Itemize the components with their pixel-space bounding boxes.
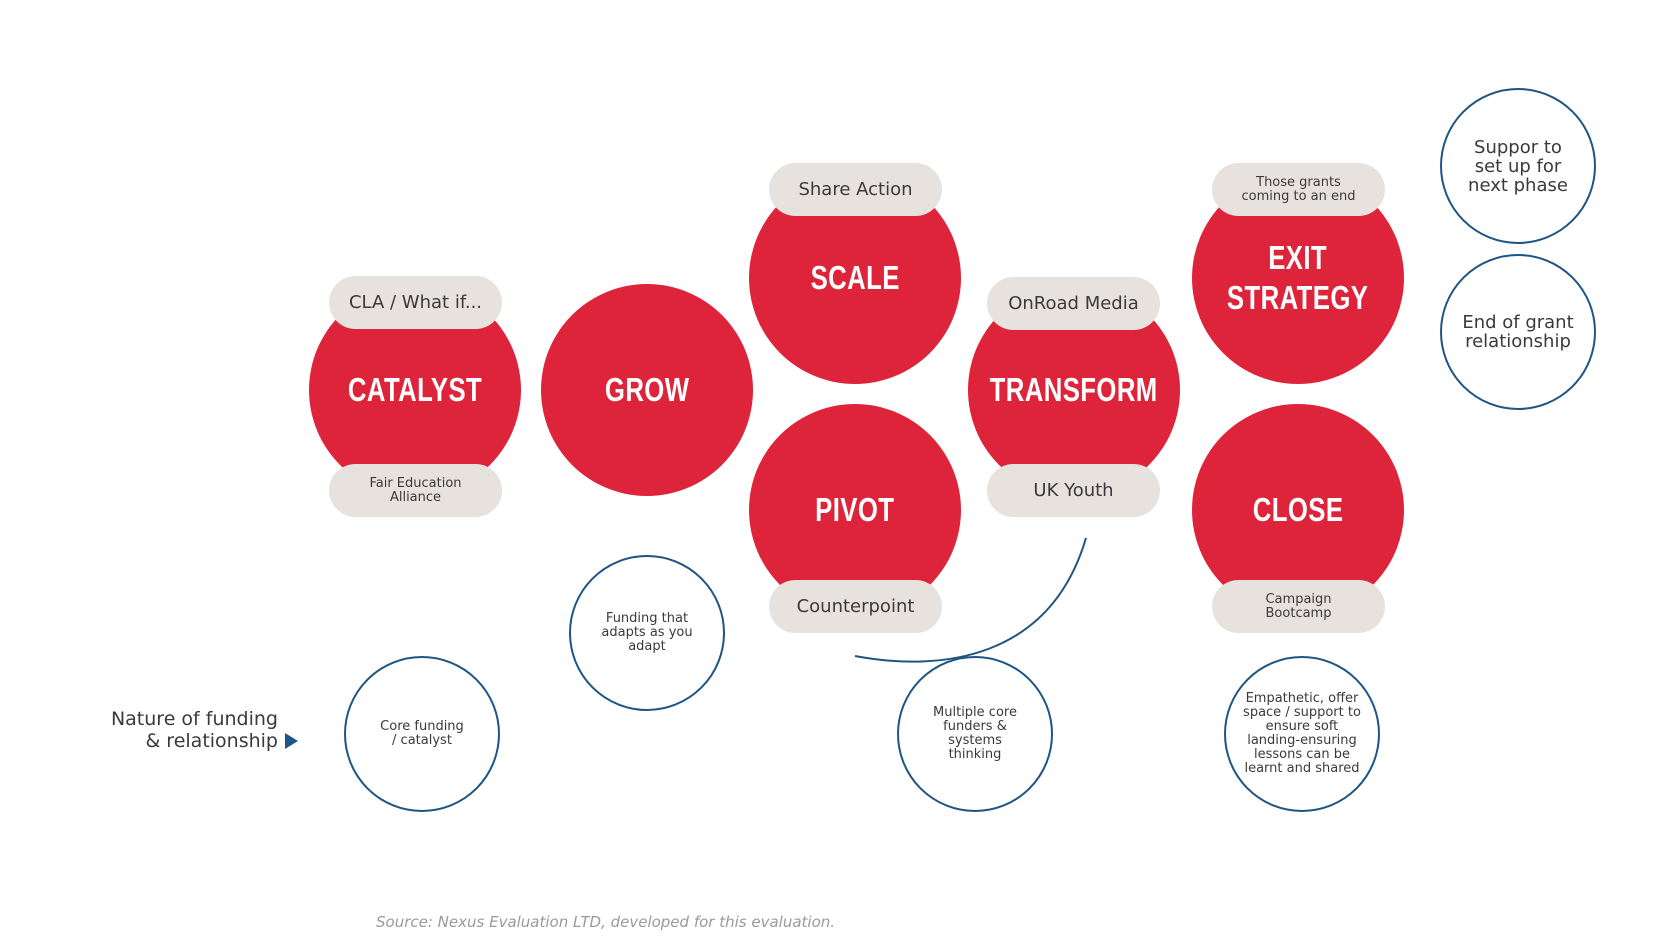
stage-title: EXIT STRATEGY (1227, 239, 1369, 316)
stage-title: CATALYST (347, 371, 483, 408)
stage-title: PIVOT (815, 491, 895, 528)
stage-title: TRANSFORM (990, 371, 1158, 408)
pill-uk-youth: UK Youth (987, 464, 1160, 517)
source-note: Source: Nexus Evaluation LTD, developed … (376, 913, 836, 931)
ring-adaptive-funding: Funding that adapts as you adapt (569, 555, 725, 711)
ring-end-of-grant: End of grant relationship (1440, 254, 1596, 410)
stage-title: CLOSE (1252, 491, 1344, 528)
pill-cla-what-if: CLA / What if... (329, 276, 502, 329)
ring-multiple-funders: Multiple core funders & systems thinking (897, 656, 1053, 812)
pill-counterpoint: Counterpoint (769, 580, 942, 633)
ring-next-phase: Suppor to set up for next phase (1440, 88, 1596, 244)
ring-empathetic: Empathetic, offer space / support to ens… (1224, 656, 1380, 812)
funding-nature-label: Nature of funding & relationship (110, 708, 278, 752)
pill-share-action: Share Action (769, 163, 942, 216)
stage-grow: GROW (541, 284, 753, 496)
pill-fair-education-alliance: Fair Education Alliance (329, 464, 502, 517)
triangle-arrow-icon (285, 733, 298, 749)
pill-those-grants: Those grants coming to an end (1212, 163, 1385, 216)
stage-title: GROW (604, 371, 690, 408)
ring-core-funding: Core funding / catalyst (344, 656, 500, 812)
stage-title: SCALE (810, 259, 900, 296)
pill-onroad-media: OnRoad Media (987, 277, 1160, 330)
pill-campaign-bootcamp: Campaign Bootcamp (1212, 580, 1385, 633)
